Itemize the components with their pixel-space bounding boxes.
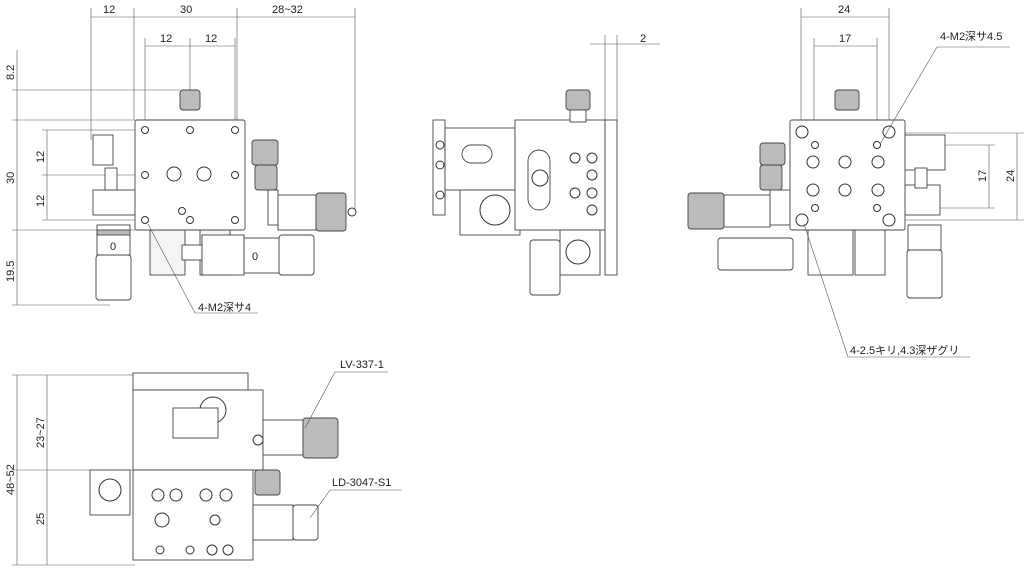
lower-block xyxy=(854,229,886,276)
holes xyxy=(435,140,598,216)
dim-label: 24 xyxy=(1005,170,1017,182)
knob-top xyxy=(179,89,201,111)
dim-label: 17 xyxy=(977,170,989,182)
leader-line xyxy=(147,223,258,314)
micrometer-end xyxy=(565,239,591,265)
screw xyxy=(531,169,549,187)
dim-label: 12 xyxy=(103,4,115,16)
knob-top xyxy=(565,89,591,111)
dim-label: 2 xyxy=(640,33,646,45)
knob-shaft xyxy=(569,109,587,123)
dim-label: 30 xyxy=(180,4,192,16)
holes xyxy=(151,488,234,556)
clamp-block xyxy=(904,134,946,171)
micrometer-thimble xyxy=(95,254,132,301)
lock-knob xyxy=(254,469,281,496)
view-top-left: 12 30 28~32 12 12 8.2 30 12 12 19.5 0 0 … xyxy=(5,4,357,314)
micrometer-zero: 0 xyxy=(110,241,116,253)
view-top-middle: 2 xyxy=(432,33,660,296)
spindle xyxy=(181,244,203,261)
micrometer-sleeve xyxy=(723,194,771,228)
dim-label: 12 xyxy=(35,195,47,207)
lock-knob xyxy=(759,142,786,166)
micrometer-sleeve xyxy=(252,504,294,541)
spindle xyxy=(914,167,928,189)
leader-line xyxy=(879,46,1010,145)
bracket xyxy=(172,407,219,439)
lock-knob xyxy=(251,139,279,166)
dim-label: 12 xyxy=(35,151,47,163)
mounting-holes xyxy=(795,125,896,227)
micrometer-tip xyxy=(347,207,357,217)
part-number-lower: LD-3047-S1 xyxy=(332,477,391,489)
callout-counterbore: 4-2.5キリ,4.3深ザグリ xyxy=(850,343,959,357)
callout-tapped-hole: 4-M2深サ4 xyxy=(198,301,251,314)
micrometer-thimble xyxy=(292,504,319,541)
micrometer-sleeve xyxy=(201,234,245,276)
dim-label: 30 xyxy=(5,172,17,184)
micrometer-sleeve xyxy=(243,237,280,274)
dim-label: 8.2 xyxy=(5,65,17,80)
micrometer-thimble xyxy=(302,417,339,459)
dim-label: 24 xyxy=(838,4,850,16)
micrometer-sleeve xyxy=(262,419,304,456)
side-block xyxy=(904,184,941,216)
micrometer-sleeve xyxy=(277,194,317,231)
dim-label: 17 xyxy=(839,33,851,45)
micrometer-sleeve xyxy=(907,224,942,251)
lower-block xyxy=(149,229,186,276)
lock-screw xyxy=(461,144,493,164)
dim-label: 25 xyxy=(35,513,47,525)
micrometer-end xyxy=(479,194,511,226)
view-top-right: 24 17 17 24 4-M2深サ4.5 4-2.5キリ,4.3深ザグリ xyxy=(687,4,1024,358)
micrometer-thimble xyxy=(529,239,561,296)
xy-stage-body xyxy=(132,469,254,561)
micrometer-barrel xyxy=(717,237,794,271)
micrometer-thimble xyxy=(278,234,315,276)
micrometer-thimble xyxy=(687,192,725,230)
part-number-upper: LV-337-1 xyxy=(340,359,384,371)
leader-line xyxy=(309,489,402,519)
leader-line xyxy=(304,371,388,429)
lock-knob xyxy=(254,164,278,191)
lock-knob xyxy=(759,164,783,191)
dim-label: 23~27 xyxy=(35,417,47,448)
side-plate xyxy=(604,119,618,276)
side-block xyxy=(92,189,136,216)
screw xyxy=(252,434,264,446)
spindle xyxy=(104,167,118,191)
stage-body xyxy=(134,119,246,231)
dim-label: 12 xyxy=(160,33,172,45)
micrometer-thimble xyxy=(315,192,347,232)
micrometer-end xyxy=(98,478,122,502)
clamp-block xyxy=(92,134,114,166)
dim-label: 19.5 xyxy=(5,261,17,282)
dim-label: 28~32 xyxy=(272,4,303,16)
view-bottom: 48~52 23~27 25 LV-337-1 LD-3047-S1 xyxy=(5,359,402,566)
micrometer-mount xyxy=(267,189,279,226)
lower-block xyxy=(807,229,854,276)
dim-label: 12 xyxy=(205,33,217,45)
micrometer-thimble xyxy=(906,249,943,299)
mounting-holes xyxy=(141,126,239,224)
top-plate xyxy=(132,372,249,391)
micrometer-mount xyxy=(769,189,791,226)
micrometer-zero: 0 xyxy=(252,251,258,263)
knob-top xyxy=(834,89,860,111)
micrometer-scale xyxy=(96,229,131,236)
callout-tapped-hole: 4-M2深サ4.5 xyxy=(940,30,1002,43)
dim-label: 48~52 xyxy=(5,464,17,495)
leader-line xyxy=(803,223,970,358)
